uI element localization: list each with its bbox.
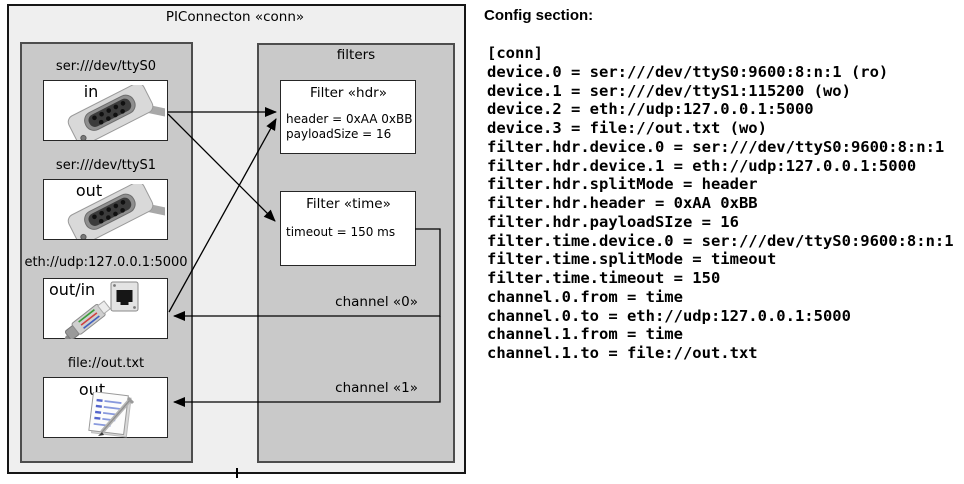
config-section: [conn] device.0 = ser:///dev/ttyS0:9600:… bbox=[487, 44, 963, 363]
ethernet-icon bbox=[61, 281, 139, 339]
config-line: channel.0.from = time bbox=[487, 287, 683, 306]
config-line: [conn] bbox=[487, 44, 543, 62]
config-line: channel.0.to = eth://udp:127.0.0.1:5000 bbox=[487, 306, 851, 325]
serial-connector-icon bbox=[67, 184, 165, 239]
notepad-icon bbox=[88, 392, 135, 438]
filter-title: Filter «time» bbox=[306, 196, 391, 212]
config-line: filter.time.device.0 = ser:///dev/ttyS0:… bbox=[487, 231, 954, 250]
device-label: eth://udp:127.0.0.1:5000 bbox=[24, 255, 188, 270]
channel-label: channel «1» bbox=[335, 380, 418, 396]
filters-panel-label: filters bbox=[336, 47, 376, 63]
filter-attribute: payloadSize = 16 bbox=[286, 127, 392, 141]
filter-title: Filter «hdr» bbox=[310, 85, 387, 101]
device-direction: out/in bbox=[49, 280, 96, 299]
config-line: filter.hdr.splitMode = header bbox=[487, 175, 758, 194]
device-label: file://out.txt bbox=[67, 356, 145, 371]
filter-attribute: header = 0xAA 0xBB bbox=[286, 112, 413, 126]
config-line: filter.hdr.header = 0xAA 0xBB bbox=[487, 194, 758, 212]
config-line: channel.1.to = file://out.txt bbox=[487, 344, 758, 362]
config-line: filter.time.timeout = 150 bbox=[487, 269, 721, 287]
config-line: device.0 = ser:///dev/ttyS0:9600:8:n:1 (… bbox=[487, 62, 889, 81]
device-direction: in bbox=[83, 82, 99, 101]
config-line: device.1 = ser:///dev/ttyS1:115200 (wo) bbox=[487, 81, 851, 100]
filter-box bbox=[280, 80, 416, 154]
device-direction: out bbox=[75, 181, 103, 200]
config-line: device.2 = eth://udp:127.0.0.1:5000 bbox=[487, 100, 814, 119]
config-heading: Config section: bbox=[484, 7, 594, 24]
filter-attribute: timeout = 150 ms bbox=[286, 225, 396, 239]
config-line: filter.hdr.device.0 = ser:///dev/ttyS0:9… bbox=[487, 137, 945, 156]
config-line: device.3 = file://out.txt (wo) bbox=[487, 119, 767, 137]
channel-label: channel «0» bbox=[335, 294, 418, 310]
device-label: ser:///dev/ttyS1 bbox=[55, 158, 157, 173]
component-title: PIConnecton «conn» bbox=[165, 9, 305, 25]
device-label: ser:///dev/ttyS0 bbox=[55, 59, 157, 74]
serial-connector-icon bbox=[67, 85, 165, 140]
config-line: filter.hdr.device.1 = eth://udp:127.0.0.… bbox=[487, 156, 917, 175]
config-line: filter.hdr.payloadSIze = 16 bbox=[487, 212, 739, 231]
config-line: filter.time.splitMode = timeout bbox=[487, 250, 777, 269]
config-line: channel.1.from = time bbox=[487, 325, 683, 344]
